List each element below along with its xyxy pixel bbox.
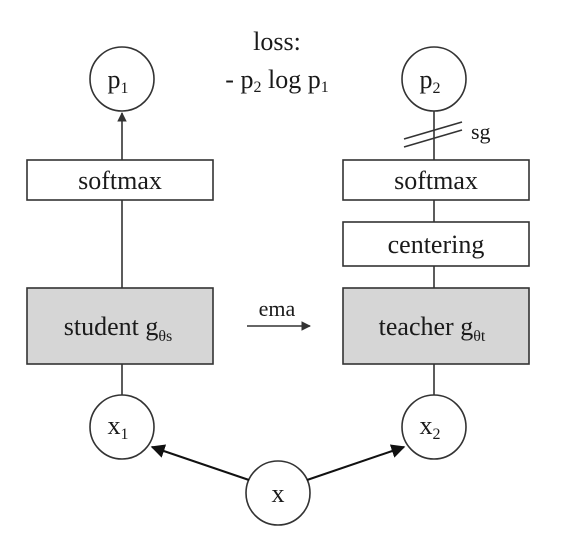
x-to-x2-arrow xyxy=(306,444,406,481)
sg-mark-1 xyxy=(403,121,463,140)
x-to-x1-arrow xyxy=(150,444,250,481)
teacher-network-label: teacher gθt xyxy=(379,312,486,345)
teacher-softmax-label: softmax xyxy=(394,166,478,195)
loss-log-p: log p xyxy=(261,65,320,94)
teacher-network-box xyxy=(342,287,530,365)
x1-label: x1 xyxy=(108,411,129,443)
student-network-box xyxy=(26,287,214,365)
loss-sub-a: 2 xyxy=(253,79,261,96)
teacher-centering-box xyxy=(342,221,530,267)
teacher-softmax-box xyxy=(342,159,530,201)
student-softmax-box xyxy=(26,159,214,201)
ema-label: ema xyxy=(259,296,296,321)
loss-title: loss: xyxy=(253,27,301,56)
student-softmax-label: softmax xyxy=(78,166,162,195)
sg-mark-2 xyxy=(403,129,463,148)
p1-node xyxy=(89,46,155,112)
loss-formula: - p2 log p1 xyxy=(225,65,328,96)
x-node xyxy=(245,460,311,526)
loss-minus-p: - p xyxy=(225,65,253,94)
x2-label: x2 xyxy=(420,411,441,443)
p2-label: p2 xyxy=(420,65,441,97)
x-label: x xyxy=(272,479,285,508)
p1-label: p1 xyxy=(108,65,129,97)
x1-node xyxy=(89,394,155,460)
p2-node xyxy=(401,46,467,112)
sg-label: sg xyxy=(471,119,491,144)
x2-node xyxy=(401,394,467,460)
teacher-centering-label: centering xyxy=(388,230,485,259)
student-network-label: student gθs xyxy=(64,312,173,345)
loss-sub-b: 1 xyxy=(321,79,329,96)
